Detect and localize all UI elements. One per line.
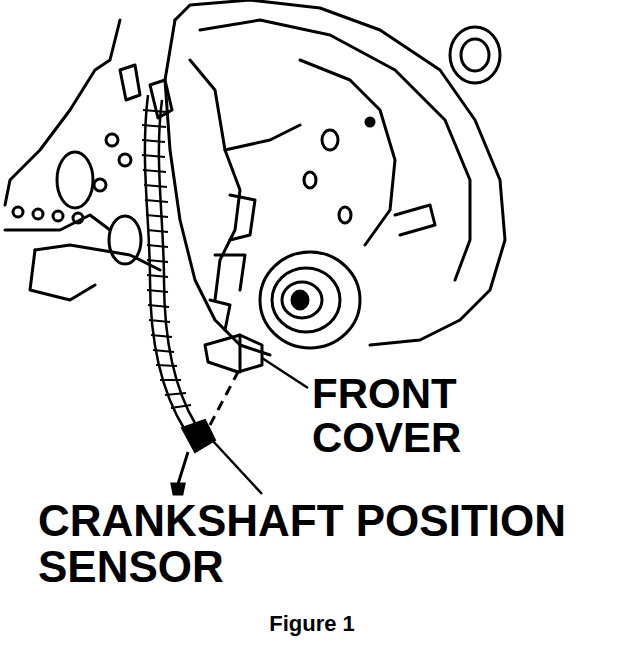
figure-caption: Figure 1 — [0, 612, 624, 635]
part-label: FRONT COVER — [312, 372, 512, 460]
part-label: CRANKSHAFT POSITION SENSOR — [38, 498, 622, 590]
